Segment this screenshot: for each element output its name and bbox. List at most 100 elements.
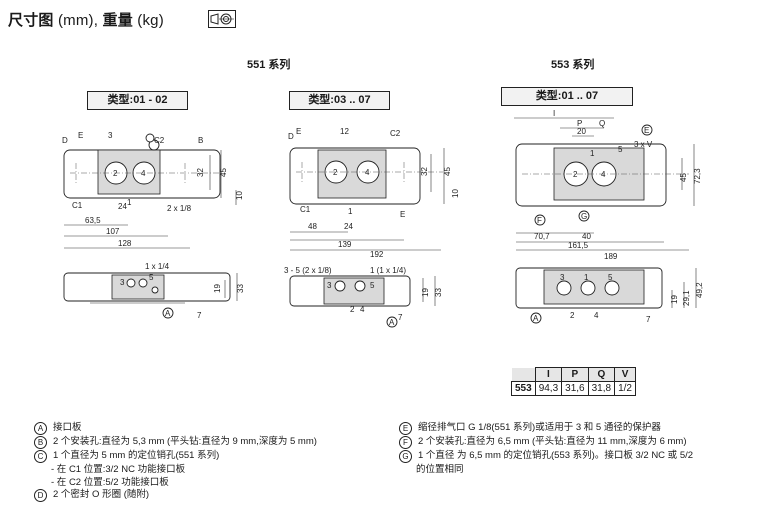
- dim-label: C2: [154, 136, 165, 145]
- table-header: Q: [587, 367, 616, 382]
- port-number: 1: [584, 273, 589, 282]
- port-number: 5: [370, 281, 375, 290]
- dim-label: 20: [577, 127, 586, 136]
- series-551-heading: 551 系列: [247, 59, 291, 71]
- circle-label-A: A: [389, 318, 395, 327]
- circle-label-G: G: [581, 212, 587, 221]
- dim-label: 24: [344, 222, 353, 231]
- port-number: 4: [365, 168, 370, 177]
- type-label-01-02: 类型:01 - 02: [87, 91, 188, 110]
- dim-label: 24: [118, 202, 127, 211]
- port-number: 1: [348, 207, 353, 216]
- dim-label: 107: [106, 227, 120, 236]
- drawing-551-03-07: 12 C2 D E C1 E 2 4 1 32 45 48 24 139 192…: [284, 127, 460, 328]
- dim-label: 1 (1 x 1/4): [370, 266, 406, 275]
- drawing-551-01-02: 3 C2 D E B C1 2 4 1 32 45 63,5 24 107 12…: [62, 131, 245, 320]
- dim-label: 19: [421, 288, 430, 297]
- dim-label: 45: [679, 173, 688, 182]
- circle-label-E: E: [78, 131, 83, 140]
- dim-label: 63,5: [85, 216, 101, 225]
- port-number: 5: [608, 273, 613, 282]
- dim-label: 45: [443, 167, 452, 176]
- dim-label: 1 x 1/4: [145, 262, 170, 271]
- dim-label: 10: [451, 189, 460, 198]
- port-number: 4: [360, 305, 365, 314]
- dim-label: 40: [582, 232, 591, 241]
- circle-label-E: E: [400, 210, 405, 219]
- circle-label-C1: C1: [300, 205, 311, 214]
- dim-label: 139: [338, 240, 352, 249]
- port-number: 2: [333, 168, 338, 177]
- table-cell: 31,8: [587, 381, 616, 396]
- circle-label-F: F: [537, 216, 542, 225]
- circle-label-D: D: [288, 132, 294, 141]
- table-cell: 1/2: [614, 381, 636, 396]
- type-label-03-07: 类型:03 .. 07: [289, 91, 390, 110]
- dim-label: 49,2: [695, 282, 704, 298]
- dim-label: 70,7: [534, 232, 550, 241]
- dim-label: 192: [370, 250, 384, 259]
- table-header: P: [561, 367, 589, 382]
- dim-label: 10: [235, 191, 244, 200]
- table-header: I: [534, 367, 563, 382]
- dim-label: 2 x 1/8: [167, 204, 192, 213]
- port-number: 4: [601, 170, 606, 179]
- dim-label: 72,3: [693, 168, 702, 184]
- dim-label: 32: [196, 168, 205, 177]
- dim-label: 12: [340, 127, 349, 136]
- drawing-553-01-07: I P 20 Q 3 x V E F G 2 4 1 5 45 72,3 70,…: [514, 109, 704, 324]
- page-title: 尺寸图 (mm), 重量 (kg): [8, 12, 164, 29]
- projection-symbol-icon: [208, 10, 236, 28]
- port-number: 1: [590, 149, 595, 158]
- circle-label-C1: C1: [72, 201, 83, 210]
- circle-label-D: D: [62, 136, 68, 145]
- dim-label: 32: [420, 167, 429, 176]
- dim-label: Q: [599, 119, 605, 128]
- circle-label-E: E: [296, 127, 301, 136]
- dim-label: 128: [118, 239, 132, 248]
- port-number: 2: [350, 305, 355, 314]
- legend-subitem: - 在 C2 位置:5/2 功能接口板: [51, 476, 169, 488]
- table-header: V: [614, 367, 636, 382]
- dim-label: 29,1: [682, 290, 691, 306]
- dim-label: 161,5: [568, 241, 589, 250]
- dim-label: 33: [434, 288, 443, 297]
- dim-label: 19: [213, 284, 222, 293]
- port-number: 3: [120, 278, 125, 287]
- dim-label: C2: [390, 129, 401, 138]
- table-cell: 31,6: [561, 381, 589, 396]
- dim-label: P: [577, 119, 582, 128]
- dim-label: 45: [219, 168, 228, 177]
- legend-subitem: - 在 C1 位置:3/2 NC 功能接口板: [51, 464, 186, 475]
- dim-label: 48: [308, 222, 317, 231]
- port-number: 4: [594, 311, 599, 320]
- table-cell: 94,3: [534, 381, 563, 396]
- side-block: [323, 277, 385, 305]
- dim-label: 3: [108, 131, 113, 140]
- dim-label: 7: [197, 311, 202, 320]
- circle-label-A: A: [165, 309, 171, 318]
- port-number: 3: [560, 273, 565, 282]
- port-number: 2: [573, 170, 578, 179]
- dim-label: 33: [236, 284, 245, 293]
- port-number: 4: [141, 169, 146, 178]
- port-number: 5: [618, 145, 623, 154]
- dim-label: 3 - 5 (2 x 1/8): [284, 266, 332, 275]
- port-number: 2: [113, 169, 118, 178]
- port-number: 2: [570, 311, 575, 320]
- circle-label-E: E: [644, 126, 649, 135]
- dim-label: 7: [398, 313, 403, 322]
- table-row-label: 553: [511, 381, 536, 396]
- dim-label: 3 x V: [634, 140, 653, 149]
- dim-label: I: [553, 109, 555, 118]
- port-number: 5: [149, 273, 154, 282]
